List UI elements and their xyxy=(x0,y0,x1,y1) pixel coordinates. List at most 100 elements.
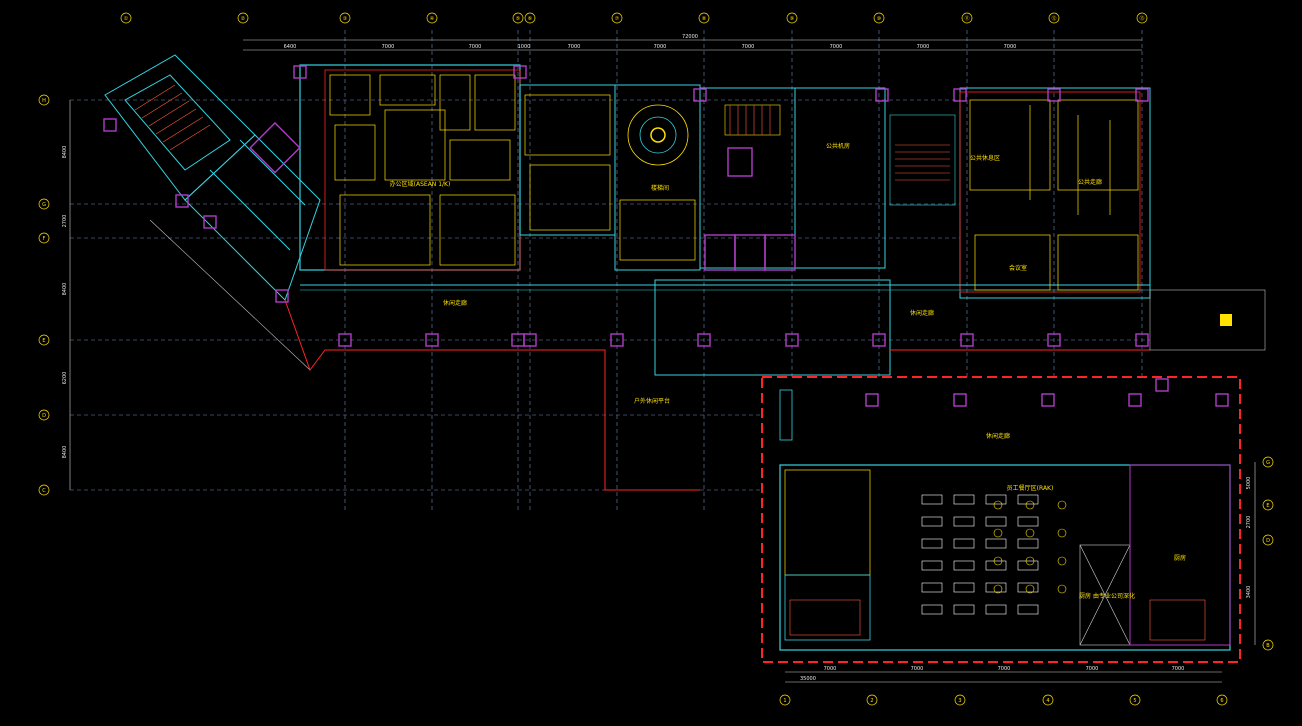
column xyxy=(693,88,707,102)
room-label-canteen: 休闲走廊 xyxy=(986,432,1010,440)
column xyxy=(275,289,289,303)
chair xyxy=(1057,500,1067,510)
straight-stairs xyxy=(724,104,956,206)
dining-table xyxy=(921,560,943,571)
axis-bubble-top: ⑩ xyxy=(873,12,885,24)
office-detail-lines xyxy=(329,74,1139,291)
spiral-stair xyxy=(627,104,689,166)
dimension-label: 7000 xyxy=(742,44,755,50)
dining-table xyxy=(921,516,943,527)
dimension-label: 7000 xyxy=(1172,666,1185,672)
dining-table xyxy=(1017,560,1039,571)
bottom-total-dimension: 35000 xyxy=(800,676,816,682)
room-label-meeting: 会议室 xyxy=(1009,264,1027,272)
column xyxy=(960,333,974,347)
svg-text:C: C xyxy=(42,488,46,494)
chair xyxy=(1057,556,1067,566)
axis-bubble-top: ⑧ xyxy=(698,12,710,24)
svg-text:G: G xyxy=(1266,460,1270,466)
service-cores xyxy=(249,121,796,271)
axis-bubble-right: G xyxy=(1262,456,1274,468)
axis-bubble-bottom: 1 xyxy=(779,694,791,706)
svg-text:6: 6 xyxy=(1220,698,1223,704)
svg-text:⑨: ⑨ xyxy=(790,16,794,22)
dining-table xyxy=(921,494,943,505)
axis-bubble-left: G xyxy=(38,198,50,210)
svg-text:3: 3 xyxy=(958,698,961,704)
column xyxy=(513,65,527,79)
column xyxy=(203,215,217,229)
chair xyxy=(993,528,1003,538)
svg-text:④: ④ xyxy=(430,16,435,22)
axis-bubble-left: F xyxy=(38,232,50,244)
column xyxy=(785,333,799,347)
axis-bubble-bottom: 5 xyxy=(1129,694,1141,706)
axis-bubble-right: B xyxy=(1262,639,1274,651)
dining-table xyxy=(985,538,1007,549)
dining-table xyxy=(1017,538,1039,549)
chair xyxy=(1025,556,1035,566)
axis-bubble-top: ⑥ xyxy=(524,12,536,24)
axis-bubble-top: ⑤ xyxy=(512,12,524,24)
svg-text:③: ③ xyxy=(343,16,347,22)
dimension-label: 7000 xyxy=(1004,44,1017,50)
dining-table xyxy=(985,560,1007,571)
room-label-lounge: 公共休息区 xyxy=(970,154,1000,162)
dining-wing xyxy=(761,376,1241,663)
top-total-dimension: 72000 xyxy=(682,34,698,40)
axis-bubble-bottom: 2 xyxy=(866,694,878,706)
bottom-dimension-line xyxy=(785,462,1256,683)
axis-bubble-top: ⑨ xyxy=(786,12,798,24)
svg-text:F: F xyxy=(43,236,46,242)
dining-table xyxy=(1017,582,1039,593)
dining-table xyxy=(953,494,975,505)
dining-table xyxy=(953,604,975,615)
column xyxy=(338,333,352,347)
room-label-dining: 员工餐厅区(RAK) xyxy=(1007,484,1054,492)
svg-text:⑪: ⑪ xyxy=(964,15,969,22)
svg-text:⑬: ⑬ xyxy=(1139,15,1144,22)
dining-table xyxy=(1017,494,1039,505)
dimension-label: 7000 xyxy=(568,44,581,50)
column xyxy=(1047,88,1061,102)
svg-text:1: 1 xyxy=(783,698,786,704)
axis-bubble-left: D xyxy=(38,409,50,421)
column xyxy=(1128,393,1142,407)
dimension-label: 1000 xyxy=(518,44,531,50)
dining-table xyxy=(953,516,975,527)
axis-bubble-top: ① xyxy=(120,12,132,24)
chair xyxy=(1057,528,1067,538)
dining-table xyxy=(953,582,975,593)
svg-text:D: D xyxy=(42,413,46,419)
svg-text:E: E xyxy=(42,338,45,344)
dimension-label: 7000 xyxy=(911,666,924,672)
dimension-label: 7000 xyxy=(469,44,482,50)
column xyxy=(1135,333,1149,347)
column xyxy=(425,333,439,347)
svg-text:⑫: ⑫ xyxy=(1051,15,1056,22)
room-label-stair: 楼梯间 xyxy=(651,184,669,192)
axis-bubble-top: ④ xyxy=(426,12,438,24)
dimension-label: 7000 xyxy=(998,666,1011,672)
dimension-label: 7000 xyxy=(917,44,930,50)
dining-table xyxy=(953,560,975,571)
column xyxy=(1155,378,1169,392)
column xyxy=(1041,393,1055,407)
axis-bubble-top: ⑦ xyxy=(611,12,623,24)
column xyxy=(697,333,711,347)
dining-table xyxy=(921,582,943,593)
dining-table xyxy=(985,604,1007,615)
structural-columns xyxy=(103,65,1229,407)
dining-table xyxy=(985,516,1007,527)
room-label-corridor-right: 休闲走廊 xyxy=(910,309,934,317)
svg-text:H: H xyxy=(42,98,46,104)
svg-text:2: 2 xyxy=(870,698,873,704)
room-label-note: 厨房 由专业公司深化 xyxy=(1079,592,1135,600)
column xyxy=(523,333,537,347)
chair xyxy=(993,584,1003,594)
